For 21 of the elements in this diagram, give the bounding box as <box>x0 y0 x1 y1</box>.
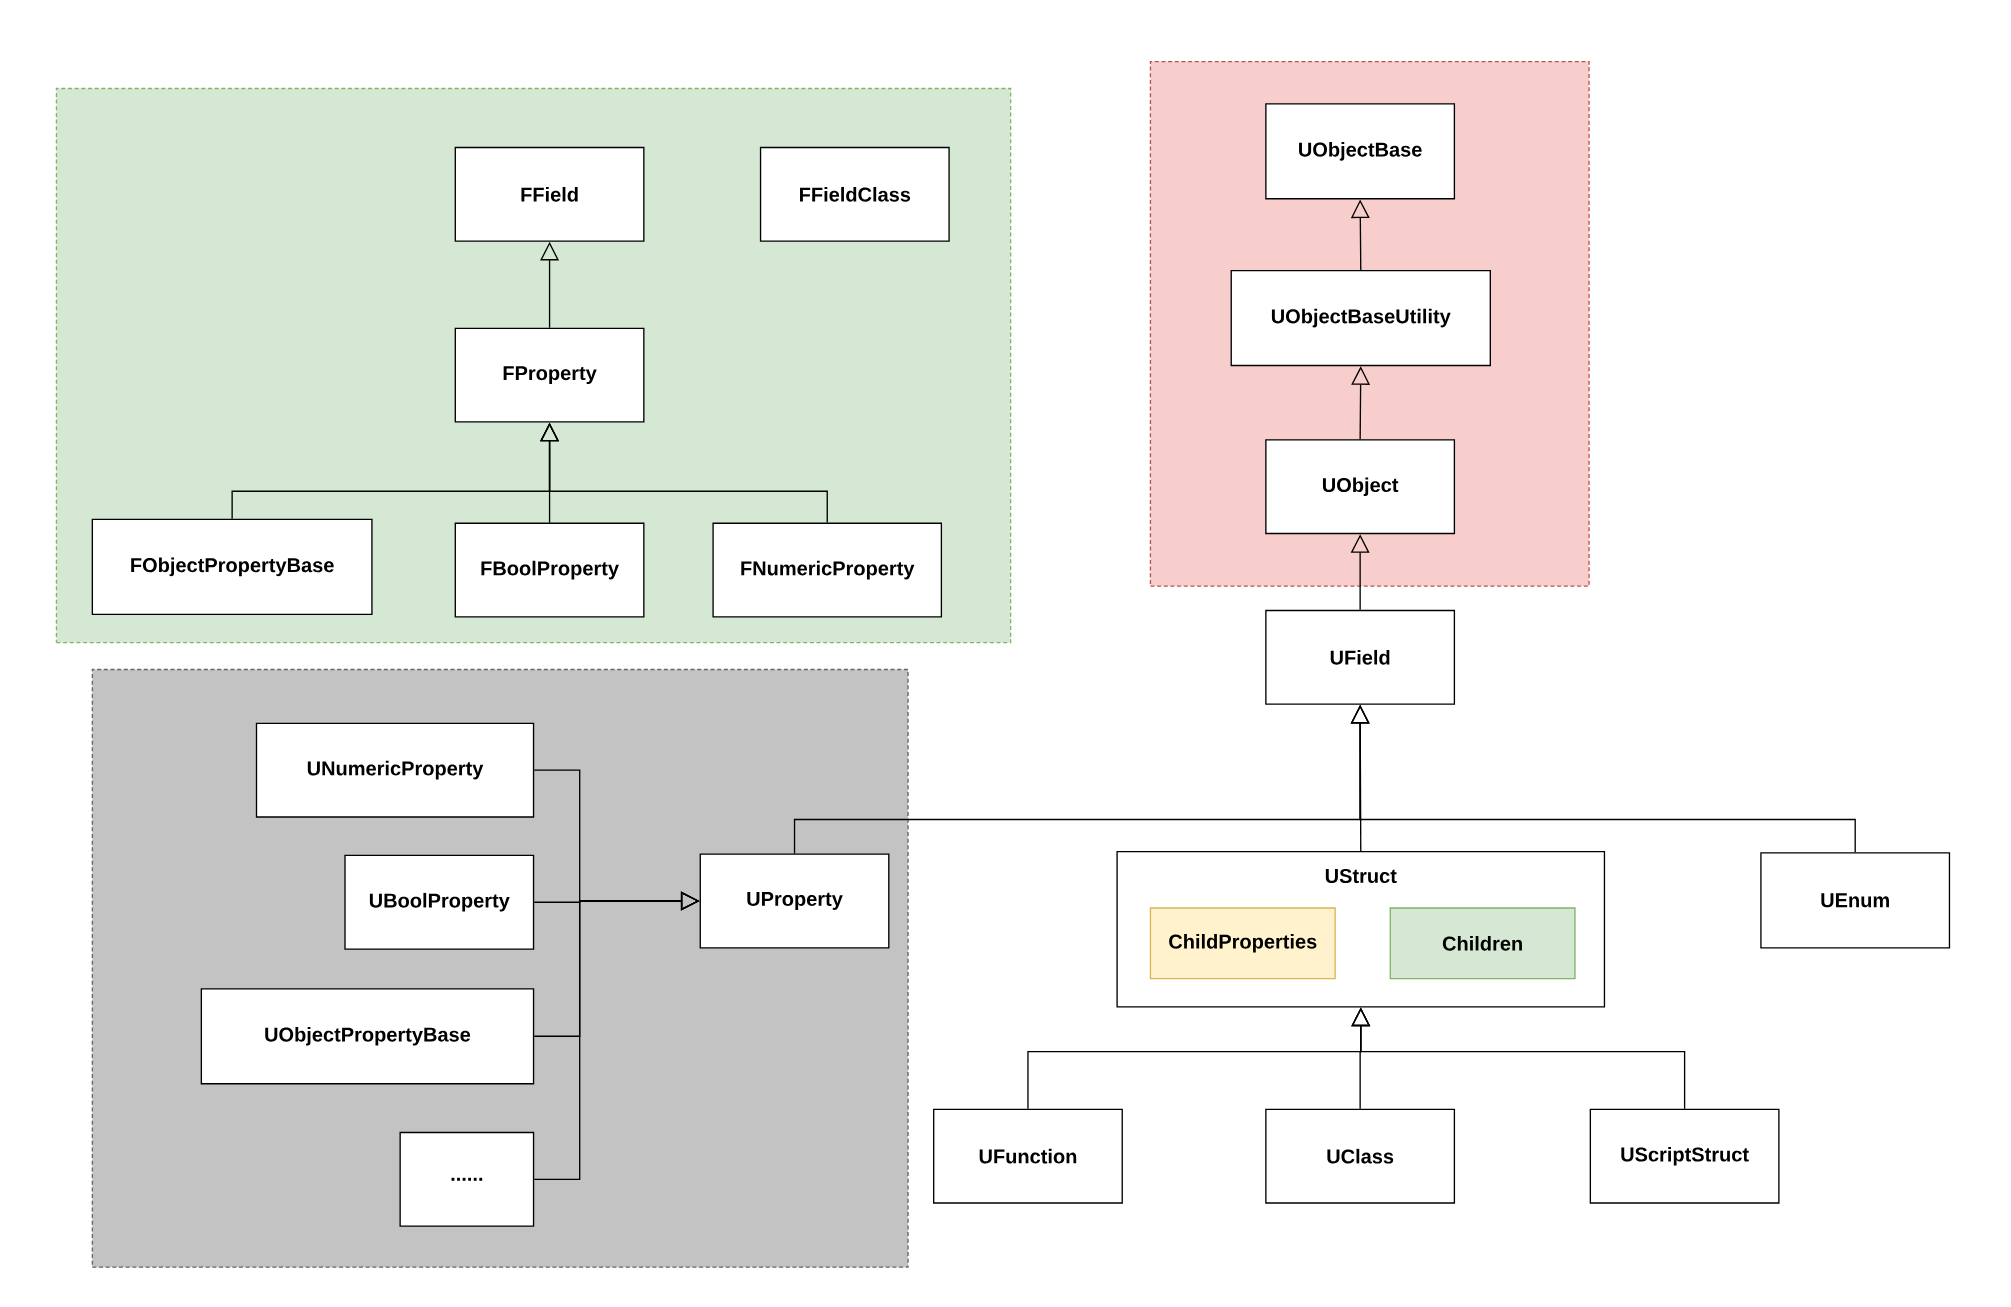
class-box: UEnum <box>1760 852 1951 949</box>
class-box: FObjectPropertyBase <box>91 518 373 616</box>
class-box: UFunction <box>933 1108 1123 1204</box>
class-box: UObjectPropertyBase <box>200 988 535 1085</box>
class-box: UNumericProperty <box>255 722 535 818</box>
class-box: FBoolProperty <box>454 522 645 618</box>
class-box: UScriptStruct <box>1589 1108 1780 1204</box>
class-box: UObjectBaseUtility <box>1230 270 1491 367</box>
field-box: ChildProperties <box>1149 907 1336 980</box>
class-box: UClass <box>1265 1108 1456 1204</box>
class-box: UBoolProperty <box>344 854 535 950</box>
class-box: UObject <box>1265 439 1456 535</box>
class-box: FNumericProperty <box>712 522 943 618</box>
class-box: FFieldClass <box>759 146 950 242</box>
class-box: ...... <box>399 1131 535 1227</box>
class-box: UField <box>1265 609 1456 705</box>
class-box: FProperty <box>454 327 645 423</box>
class-box: UProperty <box>699 853 890 949</box>
class-box: UObjectBase <box>1265 103 1456 200</box>
field-box: Children <box>1389 907 1576 980</box>
class-box: FField <box>454 146 645 242</box>
